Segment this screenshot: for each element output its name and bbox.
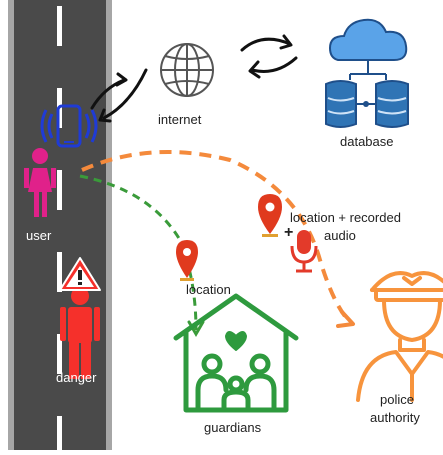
arrowhead-police (336, 310, 355, 328)
plus-sign: + (284, 224, 294, 241)
road (8, 0, 112, 450)
location-recorded-label-2: audio (324, 228, 356, 243)
house-family-icon (173, 293, 299, 413)
location-label: location (186, 282, 231, 297)
location-recorded-label-1: location + recorded (290, 210, 401, 225)
guardians-label: guardians (204, 420, 262, 435)
microphone-icon (290, 230, 318, 273)
globe-icon (160, 43, 214, 97)
internet-label: internet (158, 112, 202, 127)
police-label-1: police (380, 392, 414, 407)
phone-internet-arrows (90, 68, 148, 123)
cloud-database-icon (325, 18, 409, 128)
location-pin-icon (176, 240, 198, 281)
user-label: user (26, 228, 52, 243)
dashed-path-to-guardians (79, 174, 198, 331)
danger-label: danger (56, 370, 97, 385)
location-pin-icon-2 (258, 194, 282, 237)
user-icon (24, 148, 56, 217)
warning-icon (59, 257, 101, 291)
dashed-path-to-police (81, 150, 352, 324)
internet-database-arrows (240, 34, 298, 79)
police-label-2: authority (370, 410, 420, 425)
police-officer-icon (356, 271, 443, 402)
database-label: database (340, 134, 394, 149)
danger-person-icon (60, 287, 100, 379)
phone-icon (40, 104, 98, 148)
